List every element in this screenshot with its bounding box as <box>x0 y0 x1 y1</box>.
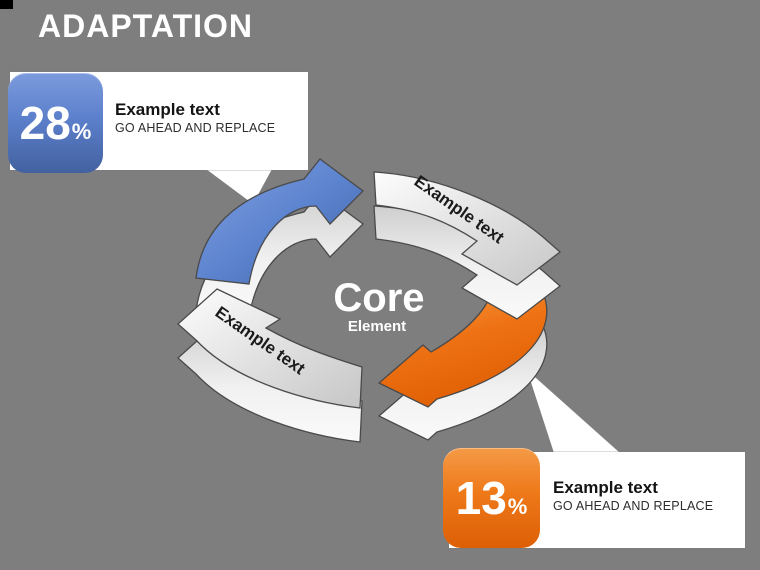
blue-callout-heading: Example text <box>115 100 220 119</box>
top-right-arrow-face <box>373 171 562 286</box>
corner-mark <box>0 0 13 9</box>
blue-callout-text: Example text GO AHEAD AND REPLACE <box>115 99 275 137</box>
blue-percent-badge: 28 % <box>8 73 103 173</box>
blue-callout-tail <box>206 169 272 204</box>
orange-percent-value: 13 <box>455 472 507 524</box>
cycle-arrow-top-right <box>373 171 562 320</box>
orange-percent-unit: % <box>507 494 528 519</box>
blue-arrow-face <box>195 158 364 285</box>
cycle-arrow-blue <box>195 158 364 318</box>
core-subtitle: Element <box>348 318 406 335</box>
orange-callout-heading: Example text <box>553 478 658 497</box>
orange-callout-subheading: GO AHEAD AND REPLACE <box>553 499 714 514</box>
bottom-left-arrow-face <box>177 288 363 409</box>
cycle-arrow-bottom-left <box>177 288 363 443</box>
slide-title: ADAPTATION <box>38 8 254 44</box>
orange-callout-tail <box>527 370 620 453</box>
blue-percent-value: 28 <box>19 97 71 149</box>
cycle-arrow-orange <box>377 290 548 441</box>
orange-percent-badge: 13 % <box>443 448 540 548</box>
orange-callout-text: Example text GO AHEAD AND REPLACE <box>553 477 713 515</box>
blue-percent-unit: % <box>71 119 92 144</box>
blue-callout-subheading: GO AHEAD AND REPLACE <box>115 121 276 136</box>
core-title: Core <box>333 276 424 320</box>
